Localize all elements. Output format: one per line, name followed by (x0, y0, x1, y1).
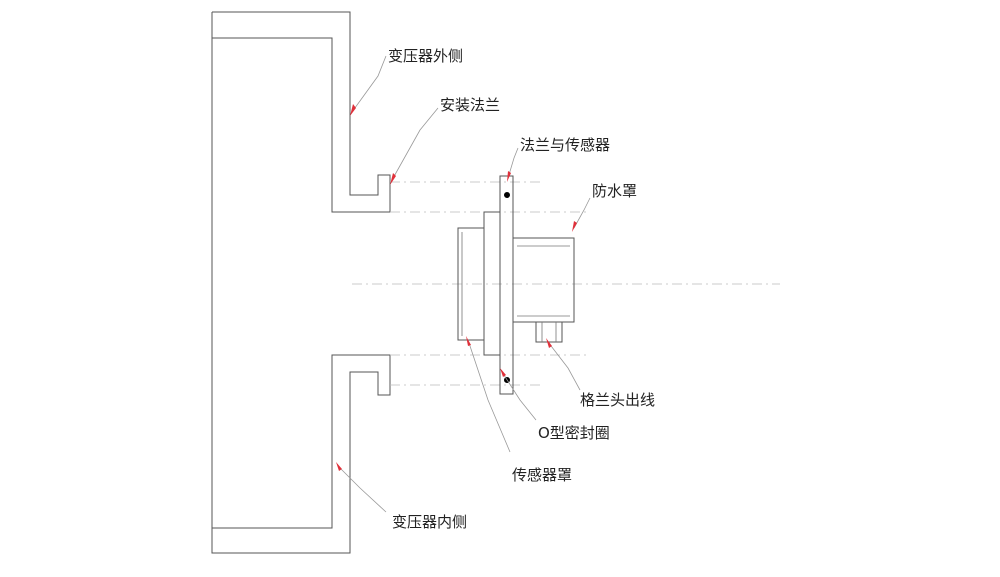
callout-mounting-flange: 安装法兰 (390, 96, 500, 185)
leader-arrow (350, 104, 356, 116)
leader-arrow (507, 171, 511, 182)
flange-plate (499, 175, 514, 395)
callout-o-ring: O型密封圈 (500, 368, 610, 442)
callout-sensor-cover: 传感器罩 (466, 336, 572, 484)
leader-arrow (546, 338, 552, 348)
label-mounting-flange: 安装法兰 (440, 96, 500, 114)
callout-gland-outlet: 格兰头出线 (546, 338, 655, 409)
label-transformer-outer: 变压器外侧 (388, 47, 463, 65)
leader-arrow (572, 221, 577, 232)
leader-arrow (466, 336, 471, 346)
label-transformer-inner: 变压器内侧 (392, 513, 467, 531)
label-waterproof-cover: 防水罩 (592, 182, 637, 200)
label-o-ring: O型密封圈 (538, 424, 610, 442)
leader-arrow (500, 368, 506, 377)
callout-transformer-inner: 变压器内侧 (336, 462, 467, 531)
leader-arrow (336, 462, 342, 471)
leader-arrow (390, 173, 396, 185)
label-flange-and-sensor: 法兰与传感器 (520, 136, 610, 154)
waterproof-cover-body (513, 237, 575, 323)
transformer-wall (211, 11, 391, 554)
center-lines (352, 181, 780, 386)
callout-flange-and-sensor: 法兰与传感器 (507, 136, 610, 182)
callout-transformer-outer: 变压器外侧 (350, 47, 463, 116)
o-ring-seal-top (504, 192, 510, 198)
callout-waterproof-cover: 防水罩 (572, 182, 637, 232)
gland-outlet-body (535, 321, 563, 343)
label-gland-outlet: 格兰头出线 (580, 391, 655, 409)
sensor-cover-body (457, 211, 501, 356)
label-sensor-cover: 传感器罩 (512, 466, 572, 484)
